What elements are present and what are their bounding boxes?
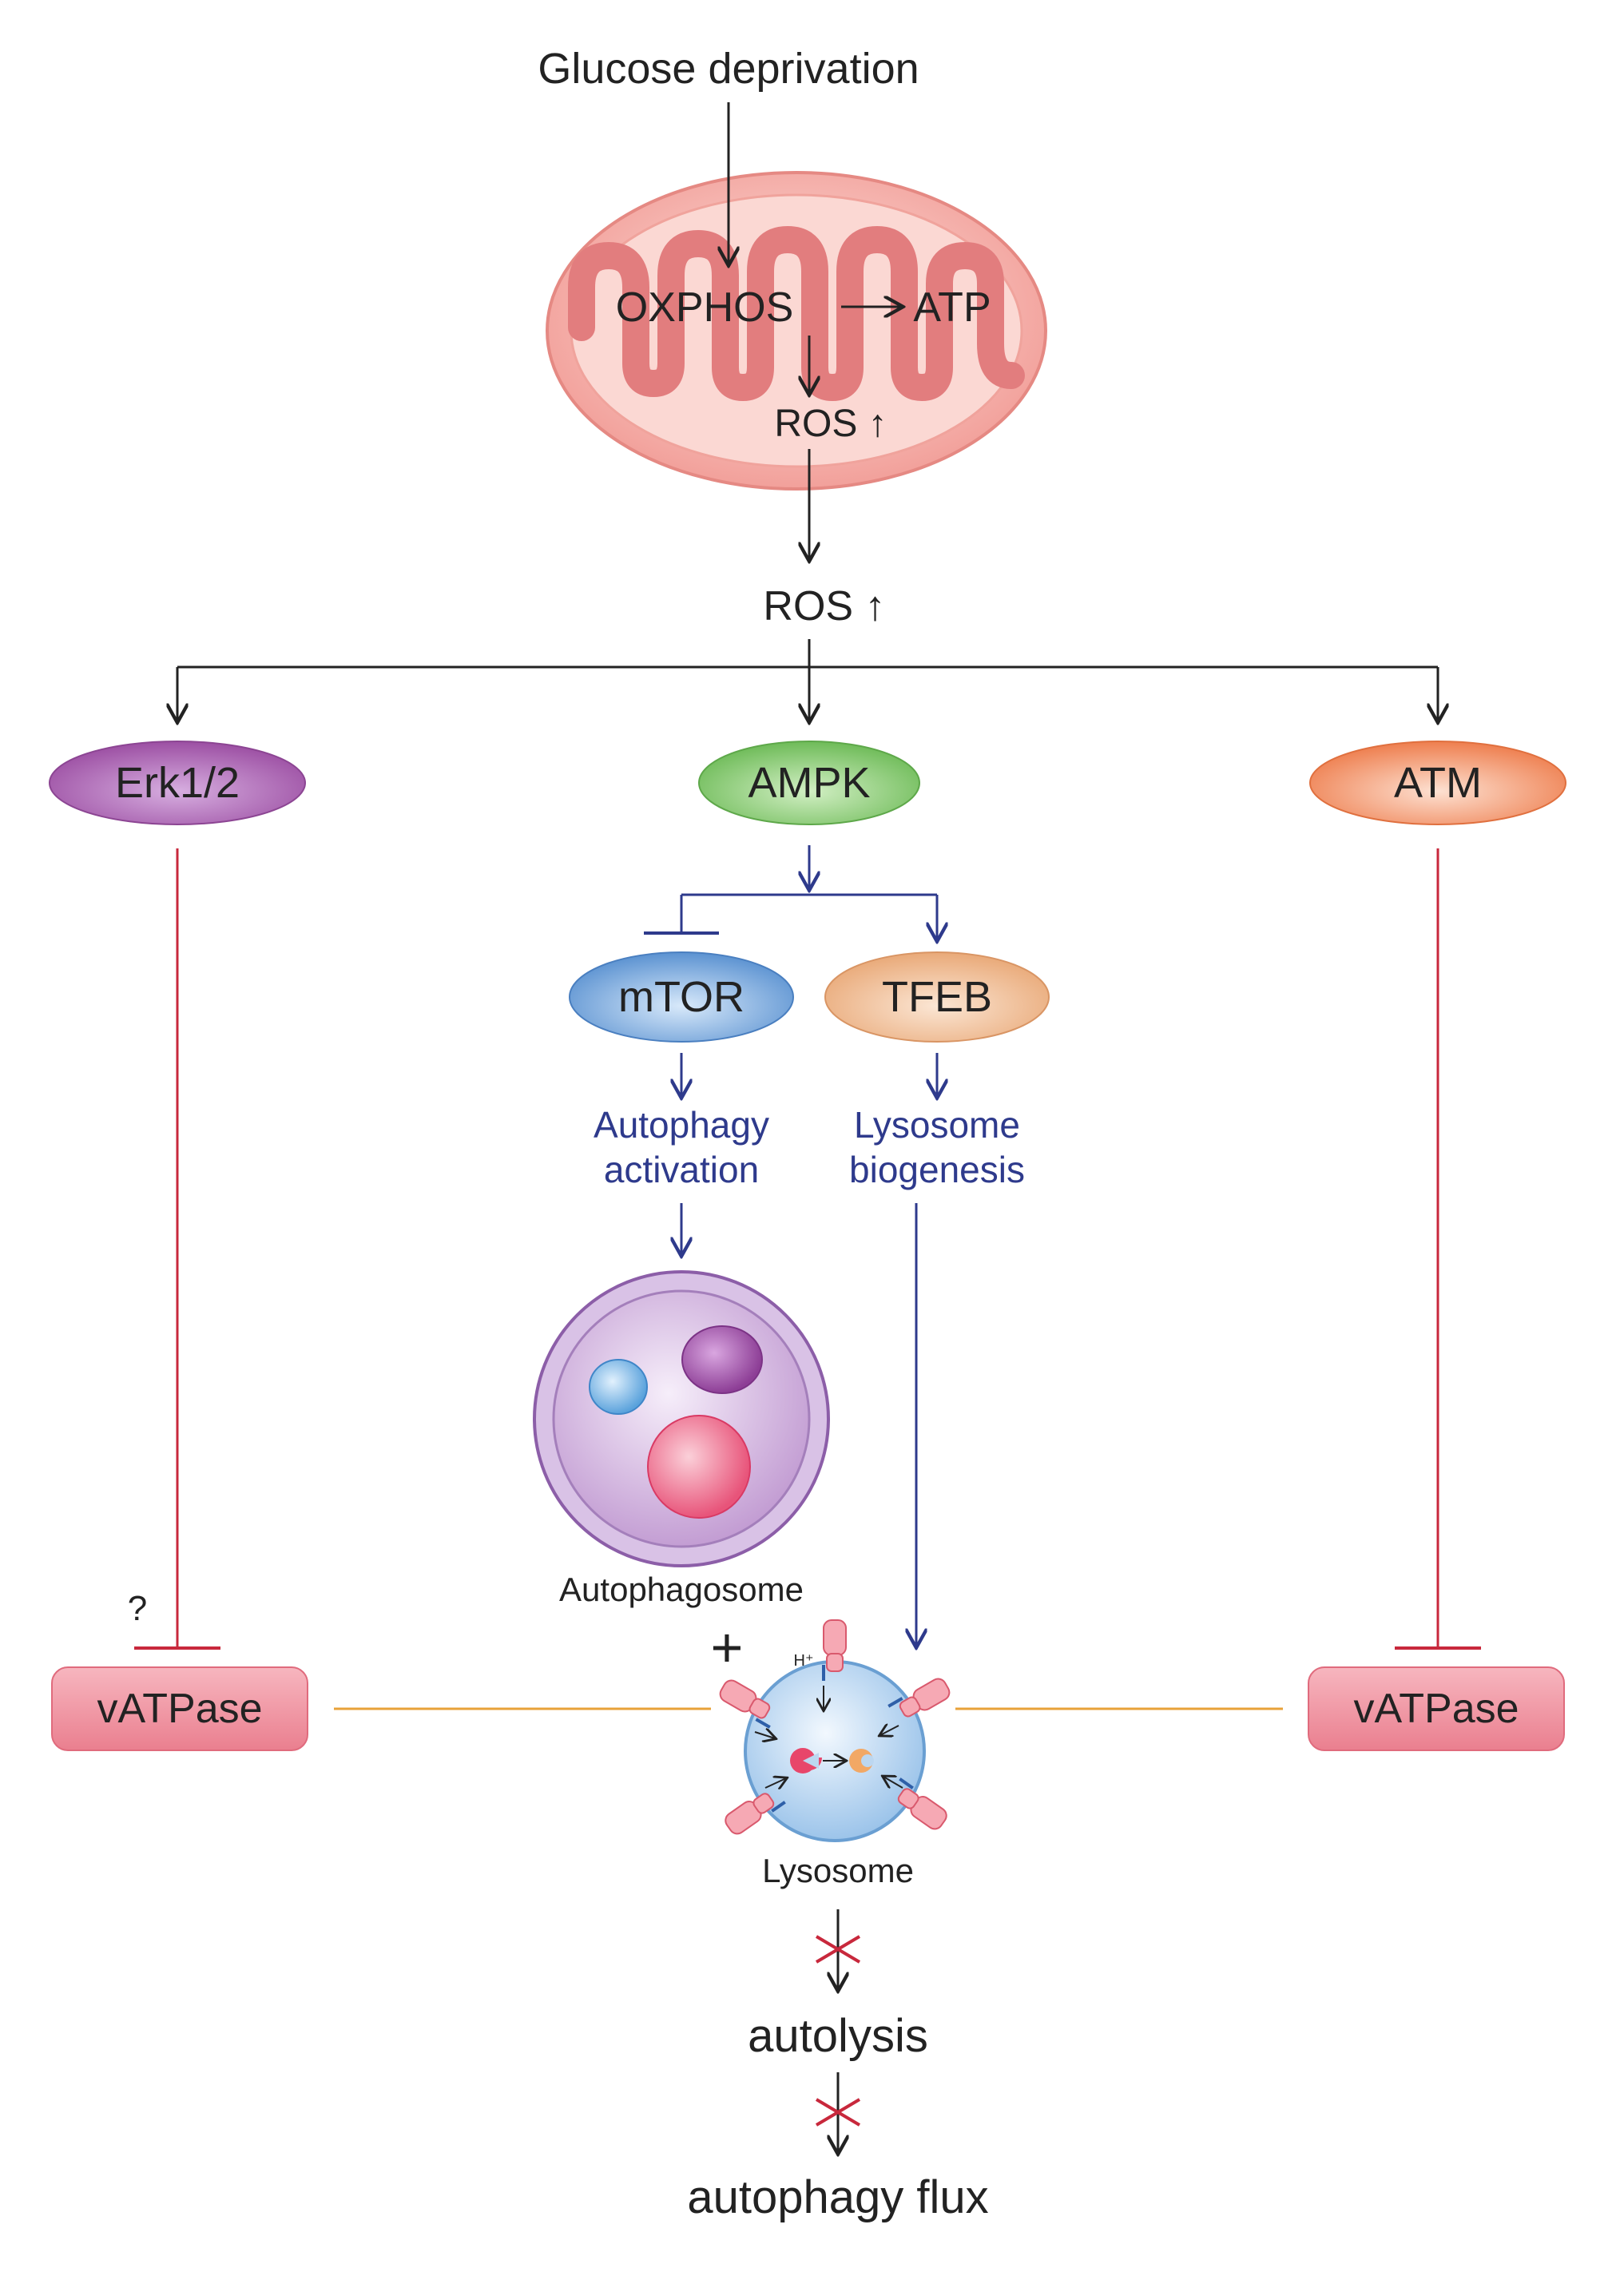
- autophagy-flux-label: autophagy flux: [687, 2171, 988, 2223]
- erk-node: Erk1/2: [49, 741, 306, 825]
- ros-branch-arrows: [177, 639, 1438, 721]
- lysosome-biogenesis-line1: Lysosome: [854, 1104, 1020, 1146]
- lysosome-pump: [822, 1619, 847, 1681]
- autophagy-activation-line1: Autophagy: [594, 1104, 769, 1146]
- vatpase-left-label: vATPase: [97, 1686, 262, 1732]
- autophagosome-graphic: [533, 1270, 830, 1567]
- erk-label: Erk1/2: [115, 759, 240, 807]
- blocked-arrow-autophagy-flux: [815, 2072, 861, 2152]
- autophagosome-label: Autophagosome: [559, 1571, 804, 1608]
- mitochondrial-cristae: [568, 226, 1025, 401]
- vatpase-left-node: vATPase: [51, 1666, 308, 1751]
- lysosome-biogenesis-line2: biogenesis: [849, 1149, 1025, 1190]
- ampk-node: AMPK: [698, 741, 920, 825]
- mtor-node: mTOR: [569, 951, 794, 1043]
- lysosome-pump: [897, 1777, 947, 1830]
- tfeb-label: TFEB: [882, 973, 992, 1021]
- question-mark: ?: [128, 1589, 147, 1628]
- atm-inhibits-vatpase: [1395, 848, 1481, 1650]
- atm-node: ATM: [1309, 741, 1566, 825]
- lysosome-pump: [887, 1678, 951, 1718]
- vatpase-right-node: vATPase: [1308, 1666, 1565, 1751]
- ros-inner-label: ROS ↑: [774, 403, 887, 445]
- ros-outer-label: ROS ↑: [763, 583, 885, 630]
- lysosome-pump: [719, 1679, 771, 1729]
- autophagy-activation-line2: activation: [604, 1149, 759, 1190]
- autolysis-label: autolysis: [748, 2010, 928, 2062]
- glucose-deprivation-label: Glucose deprivation: [538, 45, 919, 93]
- ampk-label: AMPK: [748, 759, 870, 807]
- h-plus-label: H⁺: [794, 1652, 814, 1670]
- mtor-label: mTOR: [618, 973, 744, 1021]
- lysosome-graphic: H⁺: [719, 1619, 951, 1842]
- blocked-arrow-autolysis: [815, 1909, 861, 1989]
- tfeb-node: TFEB: [824, 951, 1050, 1043]
- atp-label: ATP: [913, 284, 991, 331]
- ampk-branch-arrows: [644, 845, 937, 939]
- mitochondrion: [546, 171, 1047, 491]
- lysosome-pump: [725, 1793, 786, 1835]
- erk-inhibits-vatpase: [134, 848, 220, 1650]
- oxphos-label: OXPHOS: [616, 284, 794, 331]
- atm-label: ATM: [1394, 759, 1482, 807]
- plus-sign: +: [711, 1616, 744, 1678]
- lysosome-label: Lysosome: [762, 1852, 914, 1889]
- vatpase-right-label: vATPase: [1353, 1686, 1519, 1732]
